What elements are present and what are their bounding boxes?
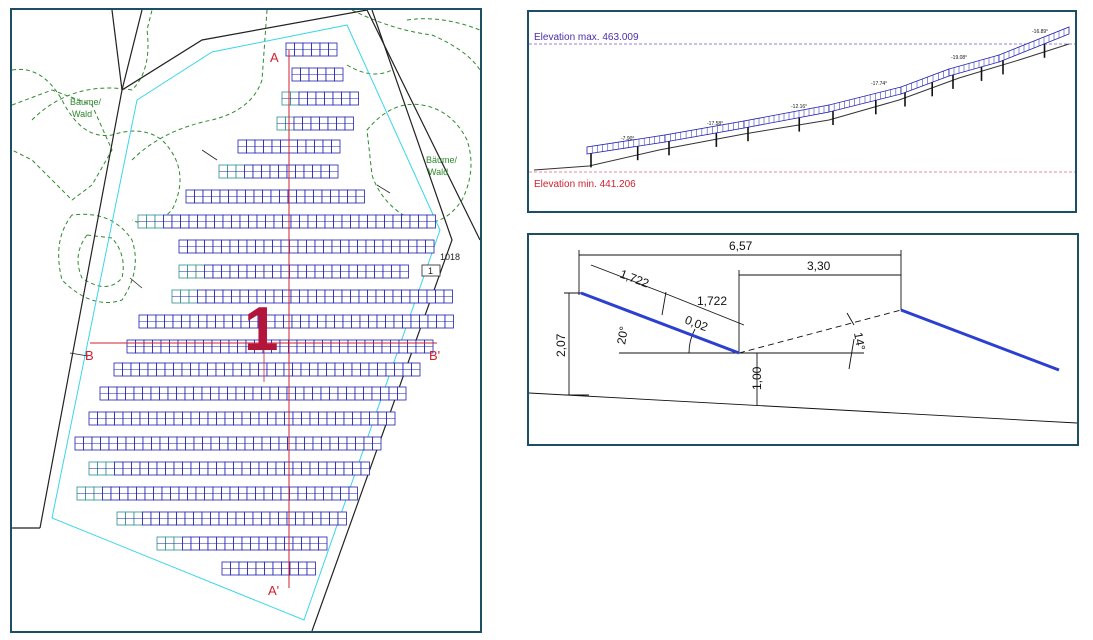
profile-tables: [586, 26, 1070, 168]
terrain-line: [533, 43, 1070, 171]
pv-row: [99, 386, 407, 401]
pv-row: [74, 436, 382, 451]
pv-row: [221, 561, 316, 576]
pv-row: [116, 511, 347, 526]
row-spacing-detail-panel: 6,57 3,30 1,722 1,722 0,02 2,07 1,00 20°…: [527, 233, 1079, 446]
dim-panel-1: 1,722: [618, 267, 651, 291]
dim-ground: 1,00: [750, 366, 764, 390]
pv-row: [285, 42, 338, 57]
row-spacing-drawing: 6,57 3,30 1,722 1,722 0,02 2,07 1,00 20°…: [529, 239, 1077, 424]
zone-number: 1: [244, 295, 278, 364]
angle-shadow: 14°: [851, 331, 868, 351]
section-label-a: A: [270, 50, 279, 65]
section-label-a-prime: A': [268, 583, 279, 598]
pv-row: [126, 339, 434, 354]
site-plan-panel: A A' B B' 1 Bäume/Wald Bäume/Wald 1018 1: [10, 8, 482, 633]
elevation-profile-panel: Elevation max. 463.009 Elevation min. 44…: [527, 10, 1077, 213]
setback-dims: [69, 149, 391, 357]
slope-label: -7.90°: [621, 136, 634, 142]
slope-labels: -7.90° -17.58° -12.16° -17.74° -19.08° -…: [621, 29, 1048, 142]
dim-panel-2: 1,722: [697, 294, 727, 308]
dimension-lines: [529, 250, 1077, 424]
elevation-min-label: Elevation min. 441.206: [534, 179, 636, 190]
section-label-b-prime: B': [429, 348, 440, 363]
pv-row: [185, 189, 365, 204]
pv-row: [113, 362, 421, 377]
pv-row: [138, 314, 454, 329]
pv-row: [137, 214, 436, 229]
slope-label: -17.58°: [707, 121, 723, 127]
slope-label: -12.16°: [791, 104, 807, 110]
pv-array: [74, 42, 454, 576]
pv-row: [276, 116, 354, 131]
forest-label-left: Bäume/Wald: [70, 97, 102, 119]
pv-row: [178, 264, 409, 279]
pv-row: [171, 289, 453, 304]
parcel-number: 1018: [440, 252, 460, 262]
parcel-box: [421, 264, 441, 277]
parcel-box-label: 1: [428, 266, 433, 276]
profile-table: [664, 120, 745, 143]
pv-row: [178, 239, 435, 254]
pv-row: [218, 164, 339, 179]
slope-label: -16.89°: [1032, 29, 1048, 35]
site-plan-drawing: A A' B B' 1 Bäume/Wald Bäume/Wald 1018 1: [12, 10, 480, 631]
slope-label: -17.74°: [871, 81, 887, 87]
shadow-line: [738, 309, 902, 354]
angle-tilt: 20°: [614, 325, 631, 345]
section-label-b: B: [85, 348, 94, 363]
pv-row: [156, 536, 328, 551]
elevation-max-label: Elevation max. 463.009: [534, 32, 639, 43]
dim-height: 2,07: [554, 333, 568, 357]
dim-gap: 0,02: [683, 313, 710, 335]
pv-table-back: [900, 308, 1060, 372]
profile-table: [743, 104, 830, 129]
pv-table-front: [580, 291, 740, 355]
pv-row: [88, 411, 396, 426]
setback-line: [51, 24, 441, 621]
elevation-profile-drawing: Elevation max. 463.009 Elevation min. 44…: [529, 26, 1075, 190]
dim-row-gap: 3,30: [807, 259, 831, 273]
forest-label-right: Bäume/Wald: [426, 155, 458, 177]
dim-total: 6,57: [729, 239, 753, 253]
pv-row: [291, 67, 344, 82]
pv-row: [88, 461, 370, 476]
forest-outlines: [12, 10, 480, 303]
pv-row: [76, 486, 358, 501]
parcel-boundary: [12, 10, 480, 631]
slope-label: -19.08°: [951, 55, 967, 61]
pv-row: [281, 91, 359, 106]
